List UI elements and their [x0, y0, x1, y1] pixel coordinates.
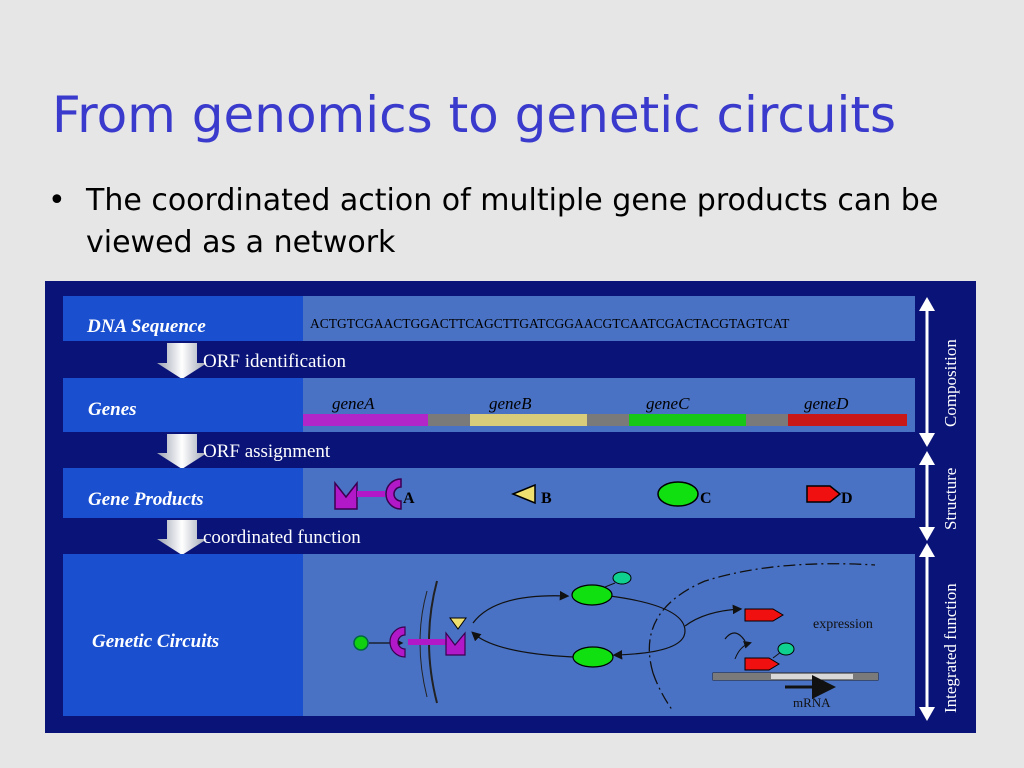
triangle-icon	[511, 483, 536, 505]
gene-d-name: geneD	[804, 394, 849, 413]
orf-assignment-label: ORF assignment	[203, 441, 331, 462]
product-c-label: C	[700, 490, 712, 507]
small-ellipse-icon	[777, 642, 795, 656]
product-d-label: D	[841, 490, 853, 507]
spacer-bar	[587, 414, 629, 426]
gene-c-name: geneC	[646, 394, 690, 413]
spacer-bar	[746, 414, 788, 426]
side-brackets: Composition Structure Integrated functio…	[919, 297, 960, 721]
dna-sequence-label: DNA Sequence	[86, 316, 206, 337]
gene-products-row: Gene Products A B C D	[63, 468, 915, 518]
pentagon-icon	[744, 657, 780, 671]
dna-sequence-row: DNA Sequence ACTGTCGAACTGGACTTCAGCTTGATC…	[63, 296, 915, 341]
orf-assignment-step: ORF assignment	[157, 434, 331, 469]
spacer-bar	[428, 414, 470, 426]
product-b-label: B	[541, 490, 552, 507]
coordinated-function-step: coordinated function	[157, 520, 361, 555]
gene-products-label: Gene Products	[88, 489, 204, 510]
genes-label: Genes	[88, 399, 137, 420]
ellipse-icon	[572, 646, 614, 668]
slide-title: From genomics to genetic circuits	[52, 86, 897, 144]
nucleus-boundary	[648, 563, 876, 674]
integrated-function-label: Integrated function	[941, 583, 960, 713]
pentagon-icon	[806, 485, 842, 503]
orf-identification-label: ORF identification	[203, 351, 347, 372]
pentagon-icon	[744, 608, 784, 622]
diagram-svg: DNA Sequence ACTGTCGAACTGGACTTCAGCTTGATC…	[45, 281, 976, 733]
composition-label: Composition	[941, 339, 960, 427]
receptor-icon	[389, 626, 406, 658]
gene-b-name: geneB	[489, 394, 532, 413]
dna-sequence-text: ACTGTCGAACTGGACTTCAGCTTGATCGGAACGTCAATCG…	[310, 316, 790, 331]
down-arrow-icon	[157, 520, 207, 555]
ellipse-icon	[571, 584, 613, 606]
gene-a-bar	[303, 414, 428, 426]
gene-d-bar	[788, 414, 907, 426]
coordinated-function-label: coordinated function	[203, 527, 361, 548]
gene-b-bar	[470, 414, 587, 426]
genetic-circuits-label: Genetic Circuits	[92, 631, 219, 652]
orf-identification-step: ORF identification	[157, 343, 347, 379]
genes-row: Genes geneA geneB geneC geneD	[63, 378, 915, 432]
ellipse-icon	[657, 481, 699, 507]
receptor-icon	[334, 478, 402, 510]
gene-a-name: geneA	[332, 394, 375, 413]
structure-label: Structure	[941, 468, 960, 530]
bullet-text: The coordinated action of multiple gene …	[86, 183, 939, 260]
expression-label: expression	[813, 617, 873, 632]
gene-c-bar	[629, 414, 746, 426]
bullet-dot: •	[48, 183, 66, 218]
down-arrow-icon	[157, 343, 207, 379]
product-a-label: A	[403, 490, 415, 507]
signal-molecule-icon	[353, 635, 369, 651]
genetic-circuits-row: Genetic Circuits expression	[63, 554, 915, 716]
down-arrow-icon	[157, 434, 207, 469]
triangle-icon	[449, 617, 467, 630]
mrna-label: mRNA	[793, 695, 831, 710]
small-ellipse-icon	[612, 571, 632, 585]
genomics-diagram: DNA Sequence ACTGTCGAACTGGACTTCAGCTTGATC…	[45, 281, 976, 733]
